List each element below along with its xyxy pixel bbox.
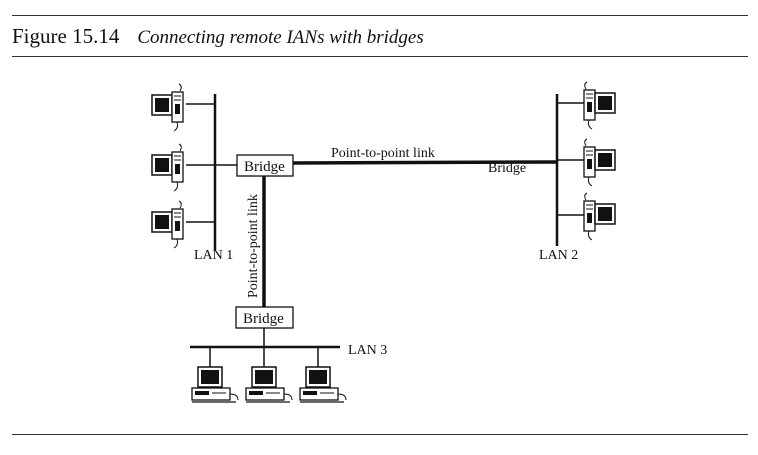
figure-caption: Figure 15.14 Connecting remote IANs with … <box>12 24 424 49</box>
vertical-link-label: Point-to-point link <box>246 194 261 298</box>
bridge1-label: Bridge <box>244 159 285 175</box>
lan3-computer-icon <box>191 366 239 403</box>
lan2-computer-icon <box>583 192 616 241</box>
top-rule <box>12 15 748 16</box>
lan1-computer-icon <box>151 143 184 192</box>
lan3-computer-icon <box>299 366 347 403</box>
caption-rule <box>12 56 748 57</box>
figure-number: Figure 15.14 <box>12 24 120 48</box>
bridge3-label: Bridge <box>243 311 284 327</box>
lan2-segment <box>555 81 616 246</box>
lan2-computer-icon <box>583 81 616 130</box>
figure-title: Connecting remote IANs with bridges <box>137 27 424 48</box>
horizontal-link-label: Point-to-point link <box>331 146 435 161</box>
lan3-segment <box>190 345 347 403</box>
lan2-label: LAN 2 <box>539 248 578 263</box>
lan1-computer-icon <box>151 83 184 132</box>
lan1-computer-icon <box>151 200 184 249</box>
bridge2-label: Bridge <box>488 161 526 176</box>
lan1-label: LAN 1 <box>194 248 233 263</box>
lan1-segment <box>151 83 238 250</box>
lan2-computer-icon <box>583 138 616 187</box>
lan3-label: LAN 3 <box>348 343 387 358</box>
horizontal-link <box>292 160 557 165</box>
bottom-rule <box>12 434 748 435</box>
lan3-computer-icon <box>245 366 293 403</box>
